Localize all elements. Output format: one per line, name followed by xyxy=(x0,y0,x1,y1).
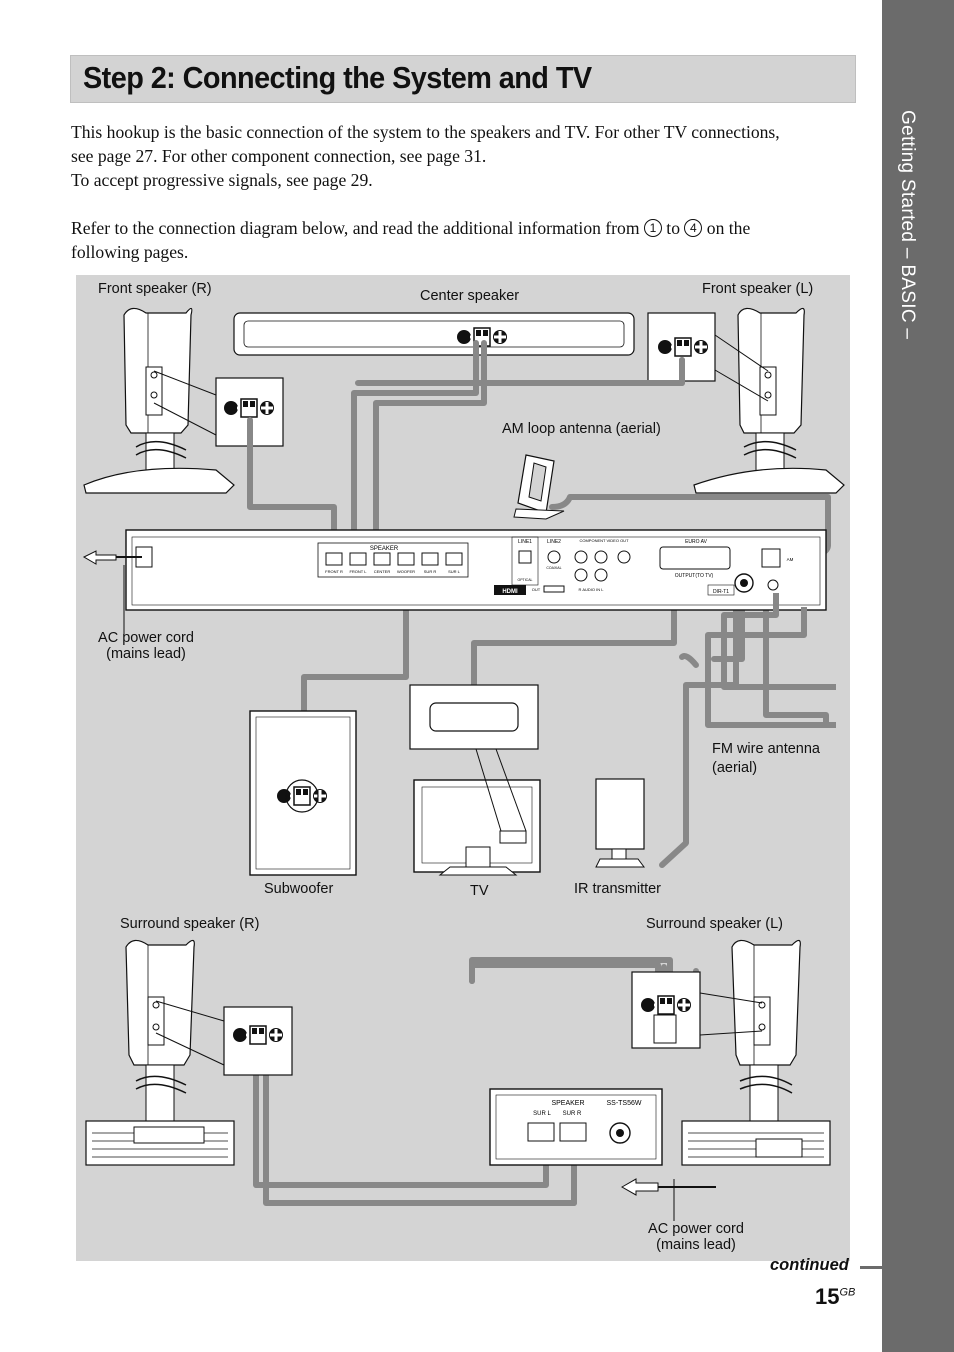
label-ac-cord-1: AC power cord (mains lead) xyxy=(88,630,204,662)
intro-line-1: This hookup is the basic connection of t… xyxy=(71,122,780,142)
front-speaker-r xyxy=(83,307,235,494)
port-center: CENTER xyxy=(374,569,391,574)
ir-transmitter xyxy=(595,778,645,868)
main-unit-rear-panel: SPEAKER FRONT R FRONT L CENTER WOOFER SU… xyxy=(125,529,827,611)
label-tv: TV xyxy=(470,883,489,899)
refer-to: to xyxy=(661,218,685,238)
label-ac-cord-2-line1: AC power cord xyxy=(648,1221,744,1237)
tv xyxy=(409,684,541,876)
intro-line-2: see page 27. For other component connect… xyxy=(71,146,487,166)
refer-paragraph: Refer to the connection diagram below, a… xyxy=(71,216,861,264)
port-sur-l: SUR L xyxy=(448,569,461,574)
title-bar: Step 2: Connecting the System and TV xyxy=(70,55,856,103)
panel-euro-av: EURO AV xyxy=(685,539,708,545)
connection-diagram: SPEAKER FRONT R FRONT L CENTER WOOFER SU… xyxy=(76,275,850,1261)
subwoofer xyxy=(249,710,357,876)
ac-cord-arrow-icon xyxy=(82,550,117,565)
panel-coaxial: COAXIAL xyxy=(546,566,561,570)
label-fm-antenna-line2: (aerial) xyxy=(712,760,758,776)
panel-line2-label: LINE2 xyxy=(547,539,561,545)
panel-line1-label: LINE1 xyxy=(518,539,532,545)
continued-line xyxy=(860,1266,882,1269)
rear2-sur-l: SUR L xyxy=(533,1111,551,1117)
rear2-sur-r: SUR R xyxy=(563,1111,582,1117)
panel-optical: OPTICAL xyxy=(518,578,533,582)
surround-speaker-r xyxy=(85,939,235,1166)
page-number-suffix: GB xyxy=(839,1286,856,1299)
page-title: Step 2: Connecting the System and TV xyxy=(83,60,592,95)
label-subwoofer: Subwoofer xyxy=(264,881,334,897)
panel-audio-in: R AUDIO IN L xyxy=(579,587,605,592)
label-ir-transmitter: IR transmitter xyxy=(574,881,662,897)
circle-number-1: 1 xyxy=(643,219,662,237)
refer-line-2: following pages. xyxy=(71,242,189,262)
label-ac-cord-2-line2: (mains lead) xyxy=(656,1237,736,1253)
label-front-speaker-r: Front speaker (R) xyxy=(98,281,212,297)
page-number-value: 15 xyxy=(815,1284,840,1309)
port-front-r: FRONT R xyxy=(325,569,343,574)
panel-output-tv: OUTPUT(TO TV) xyxy=(675,573,714,579)
panel-component: COMPONENT VIDEO OUT xyxy=(579,538,629,543)
label-center-speaker: Center speaker xyxy=(420,288,520,304)
label-front-speaker-l: Front speaker (L) xyxy=(702,281,814,297)
refer-text-b: on the xyxy=(702,218,751,238)
panel-hdmi: HDMI xyxy=(502,589,518,595)
label-ac-cord-1-line2: (mains lead) xyxy=(106,646,186,662)
panel-am: AM xyxy=(787,557,794,562)
continued-label: continued xyxy=(770,1256,849,1274)
label-fm-antenna: FM wire antenna (aerial) xyxy=(712,740,820,778)
intro-line-3: To accept progressive signals, see page … xyxy=(71,170,373,190)
side-tab-text: Getting Started – BASIC – xyxy=(897,110,918,340)
page-number: 15GB xyxy=(815,1284,855,1310)
subwoofer-rear-panel: SPEAKER SS-TS56W SUR L SUR R xyxy=(489,1088,663,1166)
intro-paragraph: This hookup is the basic connection of t… xyxy=(71,120,861,192)
am-loop-antenna xyxy=(513,454,565,520)
panel-speaker-label: SPEAKER xyxy=(370,546,399,552)
center-speaker xyxy=(233,312,635,356)
label-am-loop-antenna: AM loop antenna (aerial) xyxy=(502,421,661,437)
front-speaker-l xyxy=(693,307,845,494)
port-sur-r: SUR R xyxy=(424,569,437,574)
label-ac-cord-2: AC power cord (mains lead) xyxy=(638,1221,754,1253)
panel-out: OUT xyxy=(532,587,541,592)
surround-speaker-l xyxy=(681,939,831,1166)
circle-number-4: 4 xyxy=(684,219,703,237)
label-fm-antenna-line1: FM wire antenna xyxy=(712,741,820,757)
diagram-svg: SPEAKER FRONT R FRONT L CENTER WOOFER SU… xyxy=(82,307,845,1221)
label-surround-speaker-r: Surround speaker (R) xyxy=(120,916,260,932)
fm-antenna-cable xyxy=(721,593,836,690)
panel-dir-t1: DIR-T1 xyxy=(713,589,729,595)
rear2-model-label: SS-TS56W xyxy=(606,1100,641,1107)
label-ac-cord-1-line1: AC power cord xyxy=(98,630,194,646)
rear2-speaker-label: SPEAKER xyxy=(551,1100,584,1107)
ac-cord-2-arrow-icon xyxy=(620,1178,659,1196)
label-surround-speaker-l: Surround speaker (L) xyxy=(646,916,784,932)
port-woofer: WOOFER xyxy=(397,569,415,574)
port-front-l: FRONT L xyxy=(349,569,367,574)
refer-text-a: Refer to the connection diagram below, a… xyxy=(71,218,644,238)
side-tab: Getting Started – BASIC – xyxy=(882,0,954,1352)
